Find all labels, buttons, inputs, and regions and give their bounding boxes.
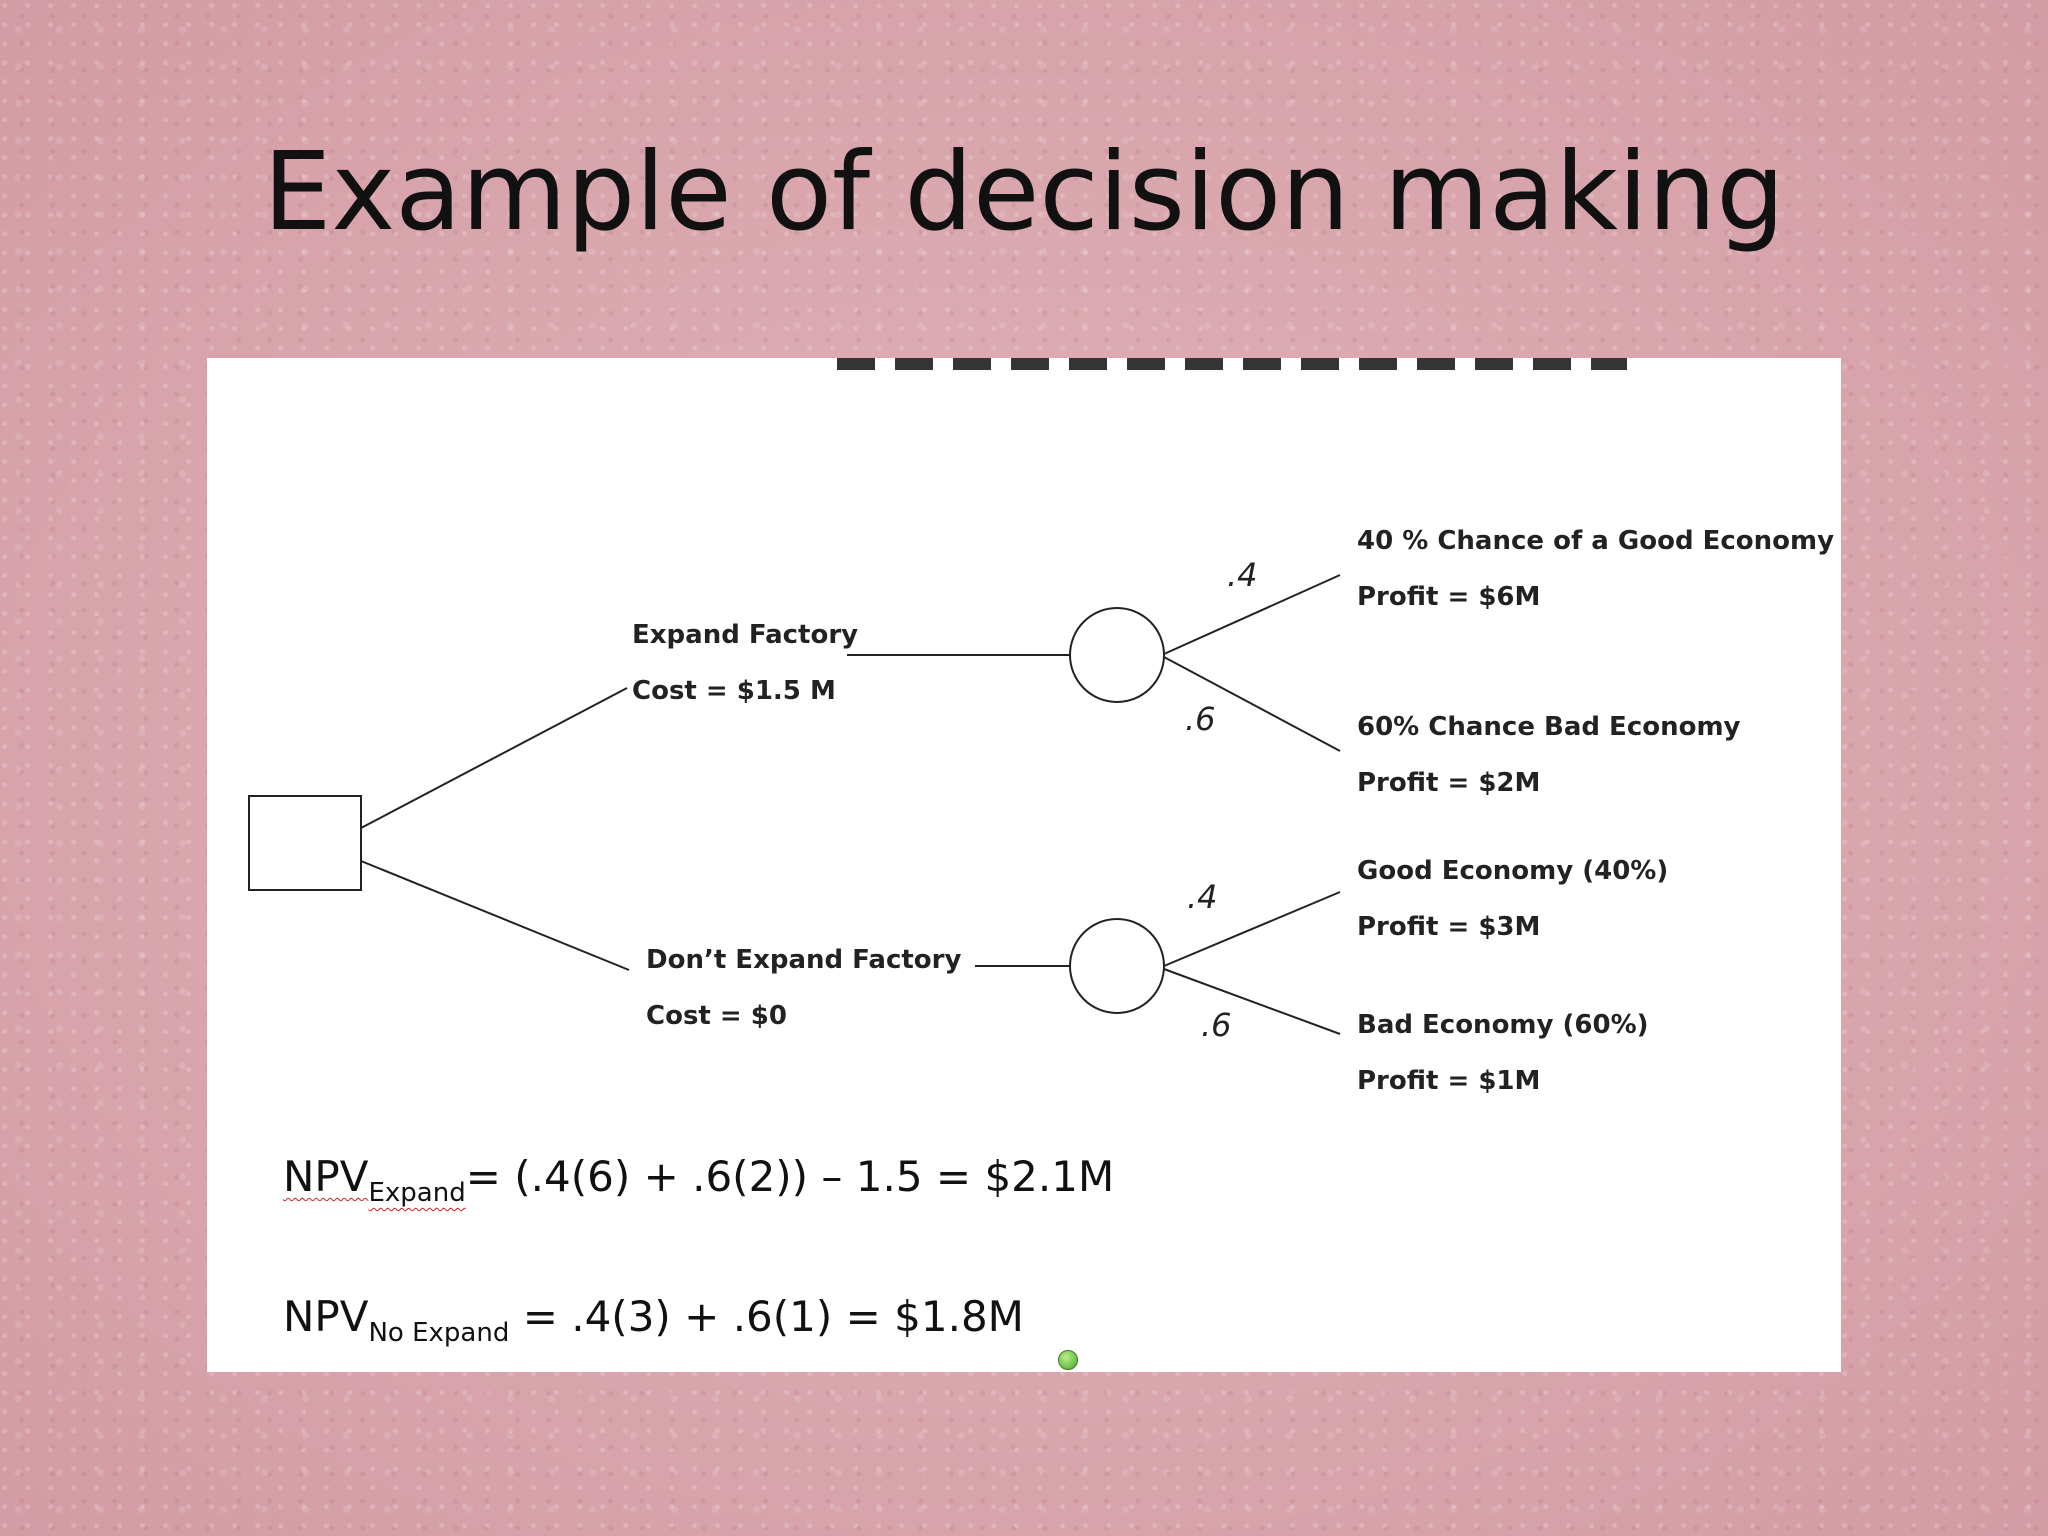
- npv-expand-npv: NPV: [283, 1152, 369, 1201]
- expand-cost: Cost = $1.5 M: [632, 676, 836, 706]
- no-expand-branch-line: [360, 860, 630, 971]
- outcome-1-profit: Profit = $6M: [1357, 582, 1541, 612]
- npv-expand-rhs: = (.4(6) + .6(2)) – 1.5 = $2.1M: [465, 1152, 1115, 1201]
- outcome-4-label: Bad Economy (60%): [1357, 1010, 1649, 1040]
- outcome-3-profit: Profit = $3M: [1357, 912, 1541, 942]
- outcome-branch-expand-good: [1163, 574, 1341, 655]
- prob-expand-good: .4: [1227, 556, 1258, 594]
- chance-node-expand: [1069, 607, 1165, 703]
- expand-label: Expand Factory: [632, 620, 859, 650]
- npv-no-expand-sub: No Expand: [368, 1318, 510, 1348]
- prob-noexpand-good: .4: [1187, 878, 1218, 916]
- npv-no-expand-npv: NPV: [283, 1292, 369, 1341]
- outcome-2-label: 60% Chance Bad Economy: [1357, 712, 1741, 742]
- prob-expand-bad: .6: [1185, 700, 1216, 738]
- npv-no-expand-formula: NPVNo Expand = .4(3) + .6(1) = $1.8M: [283, 1292, 1024, 1348]
- outcome-branch-noexpand-good: [1163, 891, 1341, 967]
- outcome-2-profit: Profit = $2M: [1357, 768, 1541, 798]
- outcome-4-profit: Profit = $1M: [1357, 1066, 1541, 1096]
- npv-no-expand-rhs: = .4(3) + .6(1) = $1.8M: [509, 1292, 1024, 1341]
- rotation-handle[interactable]: [1058, 1350, 1078, 1370]
- outcome-branch-expand-bad: [1163, 656, 1341, 752]
- decision-tree-diagram: [248, 574, 1341, 1035]
- no-expand-label: Don’t Expand Factory: [646, 945, 962, 975]
- outcome-3-label: Good Economy (40%): [1357, 856, 1669, 886]
- npv-expand-formula: NPVExpand= (.4(6) + .6(2)) – 1.5 = $2.1M: [283, 1152, 1114, 1208]
- slide-title: Example of decision making: [263, 130, 1785, 255]
- decision-node: [248, 795, 362, 891]
- cropped-header-fragment: [837, 358, 1627, 372]
- chance-node-no-expand: [1069, 918, 1165, 1014]
- npv-expand-sub: Expand: [368, 1178, 466, 1208]
- decision-tree-panel: Expand Factory Cost = $1.5 M Don’t Expan…: [207, 358, 1841, 1372]
- no-expand-cost: Cost = $0: [646, 1001, 787, 1031]
- outcome-branch-noexpand-bad: [1163, 968, 1341, 1035]
- outcome-1-label: 40 % Chance of a Good Economy: [1357, 526, 1835, 556]
- prob-noexpand-bad: .6: [1201, 1006, 1232, 1044]
- expand-branch-line: [360, 687, 628, 829]
